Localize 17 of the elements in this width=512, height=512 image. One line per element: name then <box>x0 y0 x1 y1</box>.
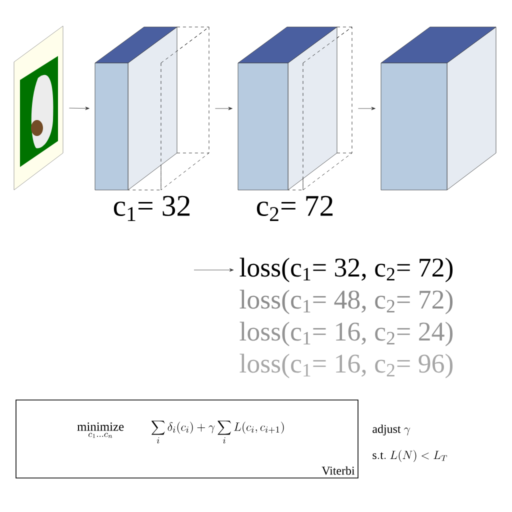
loss-text: loss(c$_{1}$= 48, c$_{2}$= 72) <box>240 290 453 314</box>
constraint-text: $\mathrm{s.t.}\ L(N) < L_T$ <box>372 450 448 462</box>
arrow <box>194 268 234 272</box>
constraint-text: $\mathrm{adjust}\ \gamma$ <box>372 424 410 436</box>
loss-text: loss(c$_{1}$= 16, c$_{2}$= 24) <box>240 322 453 346</box>
block-drawing <box>94 26 210 190</box>
channel-label: c$_{1}$= 32 <box>114 196 190 221</box>
loss-text: loss(c$_{1}$= 32, c$_{2}$= 72) <box>240 258 453 282</box>
arrow <box>215 106 232 110</box>
arrow <box>69 106 90 110</box>
photo-drawing <box>14 26 64 190</box>
loss-text: loss(c$_{1}$= 16, c$_{2}$= 96) <box>240 354 453 378</box>
arrow <box>358 106 376 110</box>
block-drawing <box>238 26 352 190</box>
channel-label: c$_{2}$= 72 <box>256 196 333 221</box>
formula-box: $\mathop{\mathrm{minimize}}\limits_{c_1\ldots c_n}\qquad \sum_i \delta_i(c_i) + \gamma \sum_i L(c_i, c_{i+1})$ Viterbi <box>16 400 358 478</box>
block-drawing <box>380 26 496 190</box>
